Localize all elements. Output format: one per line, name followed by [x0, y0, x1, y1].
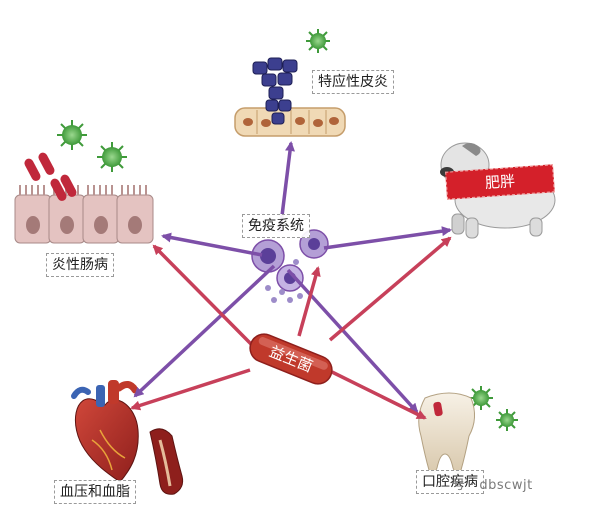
virus-icon	[496, 409, 518, 431]
label-blood-pressure-lipids: 血压和血脂	[54, 480, 136, 504]
arrow-probiotic-to-immune	[297, 266, 321, 337]
heart-illustration	[71, 380, 139, 483]
virus-icon	[469, 386, 493, 410]
immune-cells-illustration	[251, 229, 329, 303]
blood-vessel-illustration	[149, 428, 184, 495]
arrow-probiotic-to-blood-pressure	[130, 368, 251, 411]
arrow-immune-to-ibd	[161, 232, 263, 257]
arrow-immune-to-obesity	[323, 226, 452, 250]
virus-icon	[97, 142, 127, 172]
label-immune-system: 免疫系统	[242, 214, 310, 238]
skin-cells-illustration	[234, 57, 346, 137]
arrow-probiotic-to-obesity	[328, 236, 452, 342]
label-oral-disease: 口腔疾病	[416, 470, 484, 494]
watermark: 号 · dbscwjt	[452, 478, 533, 493]
bacteria-illustration	[24, 152, 77, 201]
label-atopic-dermatitis: 特应性皮炎	[312, 70, 394, 94]
arrow-immune-to-blood-pressure	[133, 264, 276, 398]
arrow-immune-to-oral-disease	[286, 268, 419, 414]
arrow-probiotic-to-ibd	[152, 244, 254, 347]
intestinal-cells-illustration	[14, 185, 154, 244]
probiotic-capsule	[249, 333, 333, 385]
arrow-probiotic-to-oral-disease	[331, 370, 427, 420]
virus-icon	[306, 29, 330, 53]
label-ibd: 炎性肠病	[46, 253, 114, 277]
tooth-illustration	[418, 392, 475, 474]
probiotic-arrows	[130, 236, 452, 420]
virus-icon	[57, 120, 87, 150]
